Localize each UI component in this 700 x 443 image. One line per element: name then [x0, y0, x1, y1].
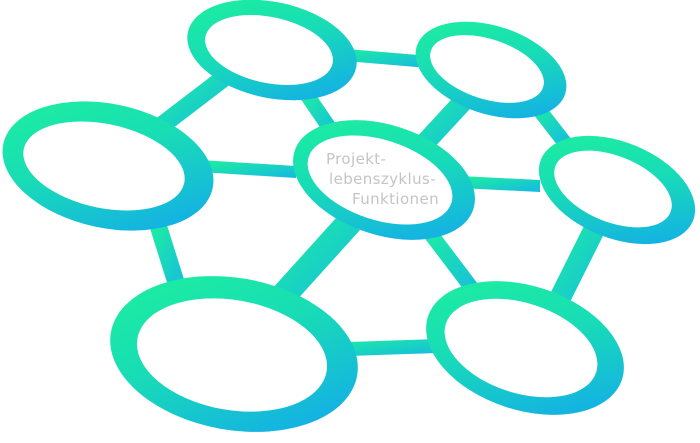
connector-upper-left-to-center [200, 160, 296, 178]
center-label-line-1: Projekt- [326, 150, 386, 168]
center-label: Projekt- lebenszyklus- Funktionen [326, 150, 439, 208]
connector-center-to-lower-left [262, 218, 360, 312]
connector-center-to-right [460, 176, 540, 192]
node-lower-right [426, 281, 624, 415]
connector-top-to-upper-left [154, 68, 236, 132]
connector-center-to-lower-right [420, 226, 484, 298]
center-label-line-2: lebenszyklus- [329, 170, 436, 188]
node-upper-left [2, 101, 214, 231]
node-lower-left [110, 276, 358, 432]
connector-right-to-lower-right [546, 222, 606, 310]
node-right [538, 135, 696, 245]
connector-upper-left-to-lower-left [148, 222, 188, 292]
node-top [187, 0, 357, 101]
connector-top-to-upper-right [333, 48, 430, 68]
node-upper-right [415, 21, 567, 119]
center-label-line-3: Funktionen [352, 190, 439, 208]
node-center [292, 120, 476, 240]
